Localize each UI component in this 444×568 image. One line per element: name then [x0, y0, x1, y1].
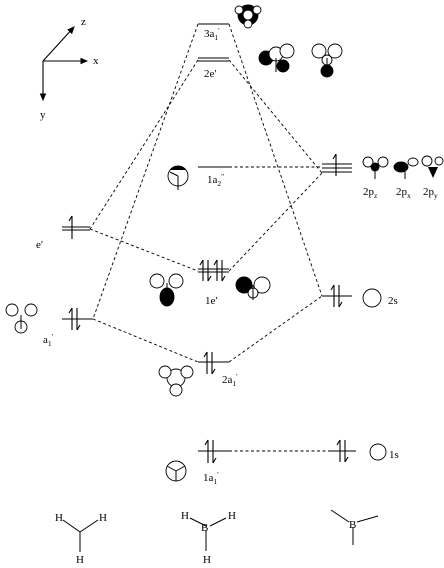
mo-3a1-label: 3a	[204, 28, 215, 40]
orbital-1a2-picture	[167, 165, 189, 190]
orbital-2e-picture-1	[258, 43, 295, 73]
ligand-a1-label: a	[43, 334, 48, 346]
mo-level-1a2: 1a2″	[198, 166, 229, 188]
mo-level-2e: 2e′	[198, 57, 229, 80]
svg-text:a1′: a1′	[43, 332, 54, 348]
molecule-left: H H H	[55, 512, 107, 566]
molecule-middle: H B H H	[181, 510, 236, 566]
boron-1s-level: 1s	[331, 439, 399, 463]
boron-1s-label: 1s	[389, 449, 399, 461]
molecule-middle-atom-2: B	[201, 522, 208, 534]
ligand-a1-sup: ′	[52, 332, 54, 341]
mo-1a2-sub: 2	[217, 179, 221, 188]
svg-text:2py: 2py	[423, 186, 438, 200]
boron-2px-picture	[393, 157, 419, 179]
molecule-middle-atom-1: H	[181, 510, 189, 522]
z-axis-label: z	[81, 16, 86, 28]
mo-2a1-sup: ′	[236, 372, 238, 381]
molecule-middle-atom-4: H	[203, 554, 211, 563]
svg-text:2a1′: 2a1′	[222, 372, 238, 388]
mo-level-3a1: 3a1′	[198, 23, 229, 42]
x-axis-label: x	[93, 55, 99, 67]
boron-2pz-label: 2p	[363, 186, 375, 198]
svg-text:1a2″: 1a2″	[207, 172, 224, 188]
svg-text:2px: 2px	[396, 186, 411, 200]
boron-2pz-sub: z	[374, 191, 378, 200]
boron-2py-label: 2p	[423, 186, 435, 198]
mo-1e-label: 1e′	[205, 295, 218, 307]
orbital-1e-picture-2	[235, 276, 271, 300]
mo-3a1-sup: ′	[218, 26, 220, 35]
boron-2s-level: 2s	[322, 284, 398, 308]
mo-1a1-sup: ′	[217, 470, 219, 479]
boron-2s-label: 2s	[388, 295, 398, 307]
svg-text:1a1′: 1a1′	[203, 470, 219, 486]
orbital-2a1-picture	[158, 365, 194, 397]
mo-1a1-label: 1a	[203, 472, 214, 484]
molecule-left-atom-1: H	[55, 512, 63, 524]
svg-text:2pz: 2pz	[363, 186, 378, 200]
mo-2e-label: 2e′	[204, 68, 217, 80]
molecule-right-atom-1: B	[349, 519, 356, 531]
orbital-2e-picture-2	[311, 43, 343, 78]
orbital-3a1-picture	[234, 4, 262, 29]
mo-2a1-label: 2a	[222, 374, 233, 386]
ligand-level-a1: a1′	[43, 307, 93, 348]
boron-2py-picture	[421, 155, 444, 178]
boron-2pz-picture	[362, 156, 389, 179]
ligand-a1-picture	[5, 303, 38, 334]
mo-1a2-sup: ″	[221, 172, 224, 181]
orbital-1e-picture-1	[149, 273, 184, 307]
boron-2px-sub: x	[407, 191, 411, 200]
correlation-lines	[89, 23, 331, 452]
boron-1s-picture	[369, 443, 387, 461]
ligand-e-label: e′	[36, 239, 43, 251]
ligand-a1-sub: 1	[48, 339, 52, 348]
mo-3a1-sub: 1	[214, 33, 218, 42]
boron-2px-label: 2p	[396, 186, 408, 198]
z-axis-arrow	[42, 26, 75, 62]
y-axis-label: y	[40, 109, 46, 121]
molecule-right: B	[330, 509, 379, 545]
svg-text:3a1′: 3a1′	[204, 26, 220, 42]
ligand-level-e: e′	[36, 215, 90, 251]
molecule-left-atom-3: H	[76, 554, 84, 563]
boron-2s-picture	[362, 288, 382, 308]
coordinate-axes: z x y	[39, 16, 99, 121]
molecule-middle-atom-3: H	[228, 510, 236, 522]
mo-level-2a1: 2a1′	[198, 351, 238, 388]
mo-level-1a1: 1a1′	[198, 439, 229, 486]
mo-1a2-label: 1a	[207, 174, 218, 186]
molecule-left-atom-2: H	[99, 512, 107, 524]
orbital-1a1-picture	[165, 460, 187, 482]
boron-2py-sub: y	[434, 191, 438, 200]
mo-level-1e: 1e′	[198, 259, 229, 307]
mo-2a1-sub: 1	[232, 379, 236, 388]
mo-1a1-sub: 1	[213, 477, 217, 486]
boron-2p-level: 2pz 2px 2py	[322, 153, 438, 200]
